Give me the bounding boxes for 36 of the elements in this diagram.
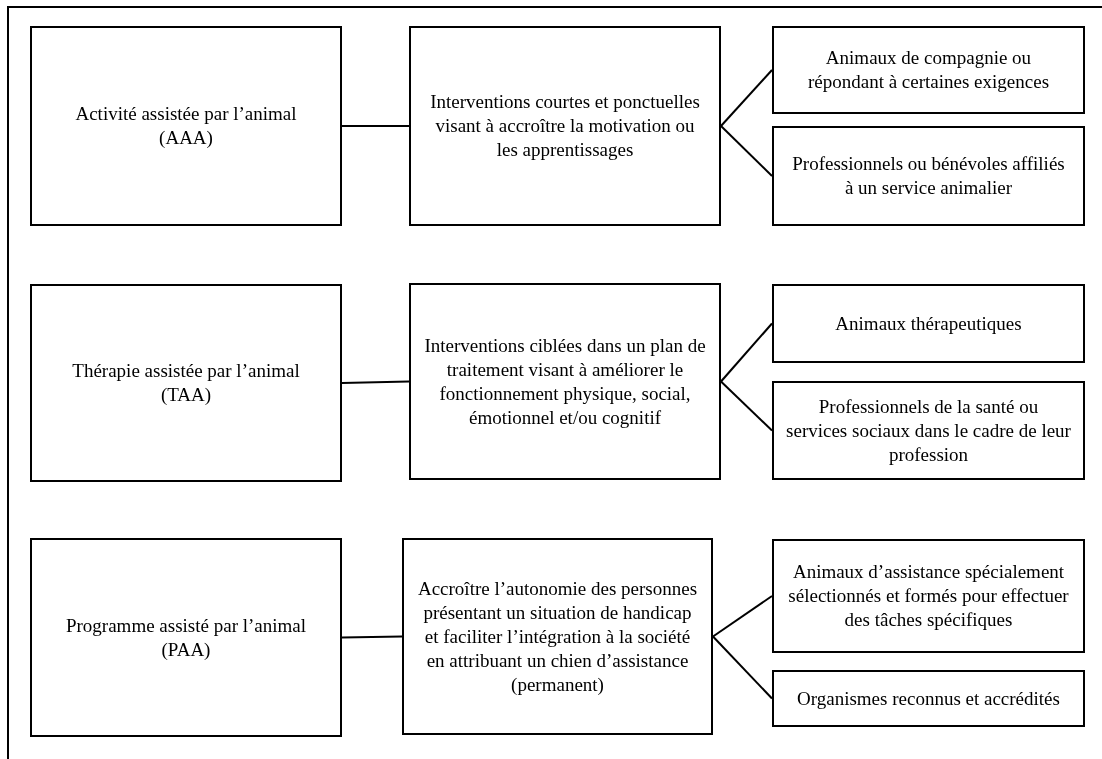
connector-line xyxy=(712,595,773,638)
text-box xyxy=(772,670,1085,727)
box-text: Activité assistée par l’animal xyxy=(75,102,297,126)
text-box xyxy=(772,539,1085,653)
box-text: (TAA) xyxy=(160,383,212,407)
box-text: Thérapie assistée par l’animal xyxy=(72,359,300,383)
box-text: (PAA) xyxy=(161,637,211,662)
box-text: (AAA) xyxy=(159,126,213,150)
box-text: Animaux d’assistance spécialement sélectionnés et formés pour effectuer des tâches spécifiques xyxy=(787,560,1070,632)
text-box xyxy=(409,283,721,480)
box-text: Animaux de compagnie ou répondant à certaines exigences xyxy=(806,46,1051,94)
connector-line xyxy=(720,380,773,432)
connector-line xyxy=(720,322,773,383)
box-text: Professionnels de la santé ou services sociaux dans le cadre de leur profession xyxy=(786,394,1071,467)
box-text: Animaux thérapeutiques xyxy=(835,311,1022,336)
text-box xyxy=(772,26,1085,114)
text-box xyxy=(409,26,721,226)
connector-line xyxy=(341,635,403,639)
box-text: Professionnels ou bénévoles affiliés à un service animalier xyxy=(791,152,1066,200)
connector-line xyxy=(341,380,410,384)
text-box xyxy=(772,381,1085,480)
text-box xyxy=(30,26,342,226)
text-box xyxy=(30,284,342,482)
box-text: Interventions ciblées dans un plan de traitement visant à améliorer le fonctionnement physique, social, émotionnel et/ou cognitif xyxy=(423,333,707,430)
connector-line xyxy=(341,125,410,127)
text-box xyxy=(30,538,342,737)
box-text: Accroître l’autonomie des personnes présentant un situation de handicap et faciliter l’intégration à la société en attribuant un chien d’assistance (permanent) xyxy=(416,576,699,697)
box-text: Interventions courtes et ponctuelles visant à accroître la motivation ou les apprentissages xyxy=(429,90,701,162)
text-box xyxy=(772,126,1085,226)
box-text: Organismes reconnus et accrédités xyxy=(797,686,1060,711)
box-text: Programme assisté par l’animal xyxy=(65,613,307,638)
connector-line xyxy=(712,635,773,700)
connector-line xyxy=(720,69,773,127)
text-box xyxy=(772,284,1085,363)
text-box xyxy=(402,538,713,735)
connector-line xyxy=(720,125,773,177)
